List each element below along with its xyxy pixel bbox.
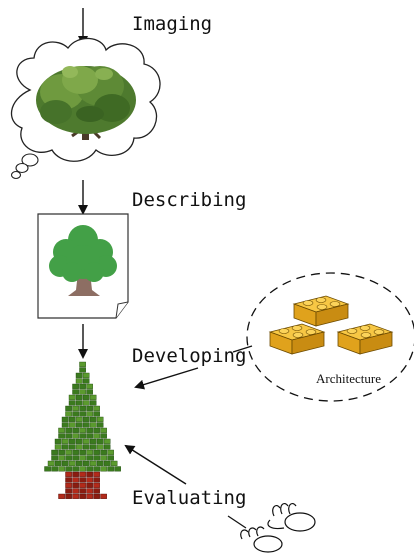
tree-photo-icon <box>36 66 136 140</box>
step-label-describing: Describing <box>132 189 246 211</box>
architecture-label: Architecture <box>316 371 381 386</box>
developing-connector <box>232 345 253 353</box>
architecture-cluster-outline <box>246 272 414 402</box>
brick-tree-icon <box>44 361 121 499</box>
lego-brick-icon <box>336 323 394 355</box>
arrow-developing-to-tree <box>134 367 199 390</box>
cartoon-tree-icon <box>49 225 117 296</box>
arrow-evaluating-to-tree <box>124 444 187 485</box>
lego-brick-icon <box>292 295 350 327</box>
lego-brick-icon <box>268 323 326 355</box>
step-label-evaluating: Evaluating <box>132 487 246 509</box>
step-label-imaging: Imaging <box>132 13 212 35</box>
evaluating-connector <box>227 515 247 529</box>
step-label-developing: Developing <box>132 345 246 367</box>
footsteps-icon <box>240 502 316 553</box>
